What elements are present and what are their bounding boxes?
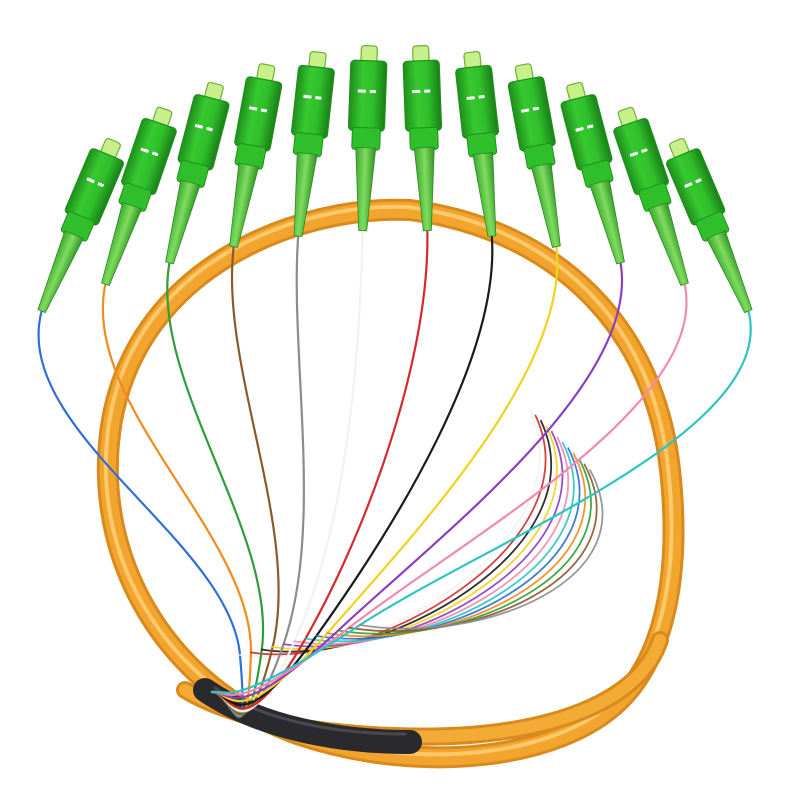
sc-apc-connector — [455, 50, 500, 237]
key-mark — [641, 148, 648, 153]
sc-apc-connector — [402, 45, 443, 232]
jacket-loop-highlight — [103, 204, 674, 757]
fiber-strand — [304, 441, 575, 643]
fiber-strand — [210, 234, 494, 706]
key-mark — [412, 89, 421, 94]
connector-body — [455, 64, 500, 139]
strain-relief-boot — [355, 146, 377, 232]
fiber-strand — [210, 283, 688, 696]
key-mark — [357, 89, 366, 93]
sc-apc-connector — [507, 63, 561, 248]
connector-body — [234, 76, 283, 152]
sc-apc-connector — [560, 81, 625, 265]
fiber-strand — [315, 447, 581, 640]
strain-relief-boot — [165, 179, 201, 265]
connector-shoulder — [409, 126, 439, 151]
sc-apc-connector — [37, 138, 124, 314]
fiber-strand — [210, 261, 624, 699]
strain-relief-boot — [530, 162, 561, 248]
key-mark — [629, 151, 639, 157]
key-mark — [86, 177, 95, 184]
fiber-strand — [250, 414, 547, 656]
sc-apc-connector — [290, 50, 335, 237]
strain-relief-boot — [413, 146, 435, 232]
fiber-strand — [348, 463, 598, 632]
strain-relief-boot — [229, 162, 260, 248]
key-mark — [303, 94, 312, 99]
sc-apc-connector — [347, 45, 388, 232]
key-mark — [424, 89, 431, 93]
connector-body — [402, 59, 443, 132]
connector-body — [507, 76, 556, 152]
key-mark — [532, 106, 540, 111]
key-mark — [466, 96, 475, 100]
ferrule-tip — [412, 45, 430, 63]
key-mark — [586, 124, 594, 129]
fiber-strand — [293, 436, 570, 645]
connector-body — [347, 59, 388, 132]
strain-relief-boot — [647, 201, 689, 287]
sc-apc-connector — [666, 138, 753, 314]
connector-body — [177, 94, 230, 171]
fiber-strand — [210, 234, 305, 714]
fiber-strand — [210, 245, 559, 703]
key-mark — [151, 151, 159, 157]
strain-relief-boot — [589, 179, 625, 265]
key-mark — [260, 108, 268, 113]
ferrule-tip — [360, 45, 378, 63]
key-mark — [684, 182, 693, 188]
strain-relief-boot — [706, 230, 753, 314]
connector-body — [290, 64, 335, 139]
sc-apc-connector — [101, 106, 177, 287]
key-mark — [248, 106, 258, 111]
key-mark — [520, 108, 530, 113]
strain-relief-boot — [293, 152, 318, 237]
connector-body — [560, 94, 613, 171]
key-mark — [369, 89, 376, 94]
fiber-strand — [282, 430, 564, 648]
sc-apc-connector — [229, 63, 283, 248]
fiber-strands — [37, 229, 752, 719]
key-mark — [575, 126, 584, 132]
key-mark — [194, 123, 204, 129]
fiber-strand — [210, 229, 429, 710]
fiber-strand — [210, 229, 364, 713]
sc-apc-connector — [165, 81, 230, 265]
strain-relief-boot — [37, 230, 84, 314]
sc-apc-connector — [613, 106, 689, 287]
fiber-strand — [37, 310, 244, 719]
key-mark — [206, 126, 213, 132]
connector-shoulder — [351, 126, 381, 151]
key-mark — [478, 95, 485, 99]
strain-relief-boot — [472, 152, 497, 237]
key-mark — [315, 96, 322, 100]
strain-relief-boot — [101, 201, 143, 287]
key-mark — [97, 182, 105, 188]
fiber-strand — [210, 310, 752, 694]
fiber-strand — [359, 469, 604, 630]
connector-row — [37, 45, 753, 314]
key-mark — [695, 178, 702, 184]
key-mark — [140, 147, 149, 153]
fiber-strand — [337, 458, 592, 635]
